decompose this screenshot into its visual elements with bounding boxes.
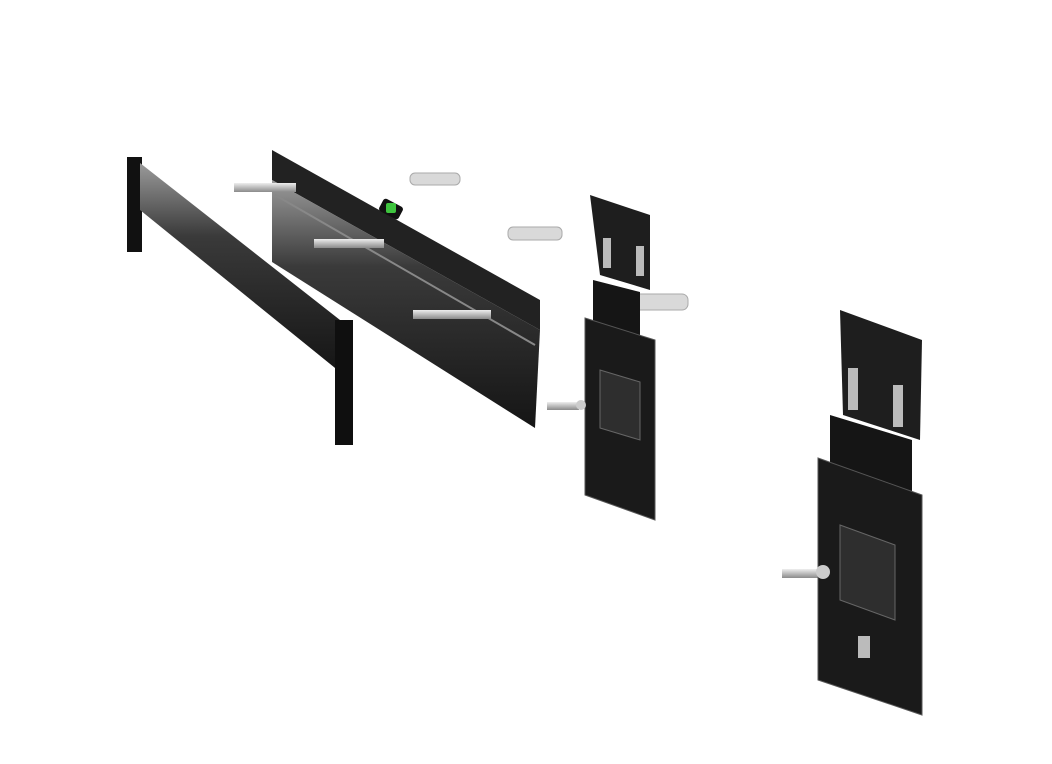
screw bbox=[547, 402, 579, 410]
rail-top-lip bbox=[272, 150, 540, 330]
spacer-bar-left-post bbox=[127, 157, 142, 252]
bracket-slider bbox=[848, 368, 858, 410]
bracket-latch bbox=[858, 636, 870, 658]
spacer-bar-panel bbox=[140, 163, 340, 372]
bracket-slider bbox=[893, 385, 903, 427]
wall-rail bbox=[272, 150, 540, 428]
screws bbox=[234, 183, 818, 578]
screw bbox=[413, 310, 491, 319]
bracket-slider bbox=[603, 238, 611, 268]
screw bbox=[314, 239, 384, 248]
bracket-center bbox=[839, 524, 896, 621]
bracket-left bbox=[576, 195, 656, 521]
wall-anchor bbox=[507, 226, 563, 241]
screw bbox=[782, 569, 818, 578]
washer bbox=[816, 565, 830, 579]
wall-anchors bbox=[409, 172, 689, 311]
spacer-bar bbox=[127, 157, 353, 445]
spacer-bar-right-post bbox=[335, 320, 353, 445]
bracket-center bbox=[599, 369, 641, 441]
rail-edge bbox=[274, 194, 536, 346]
level-bubble bbox=[386, 203, 396, 213]
washer bbox=[576, 400, 586, 410]
bracket-slider bbox=[636, 246, 644, 276]
screw bbox=[234, 183, 296, 192]
wall-anchor bbox=[409, 172, 461, 186]
bracket-right bbox=[816, 310, 923, 716]
